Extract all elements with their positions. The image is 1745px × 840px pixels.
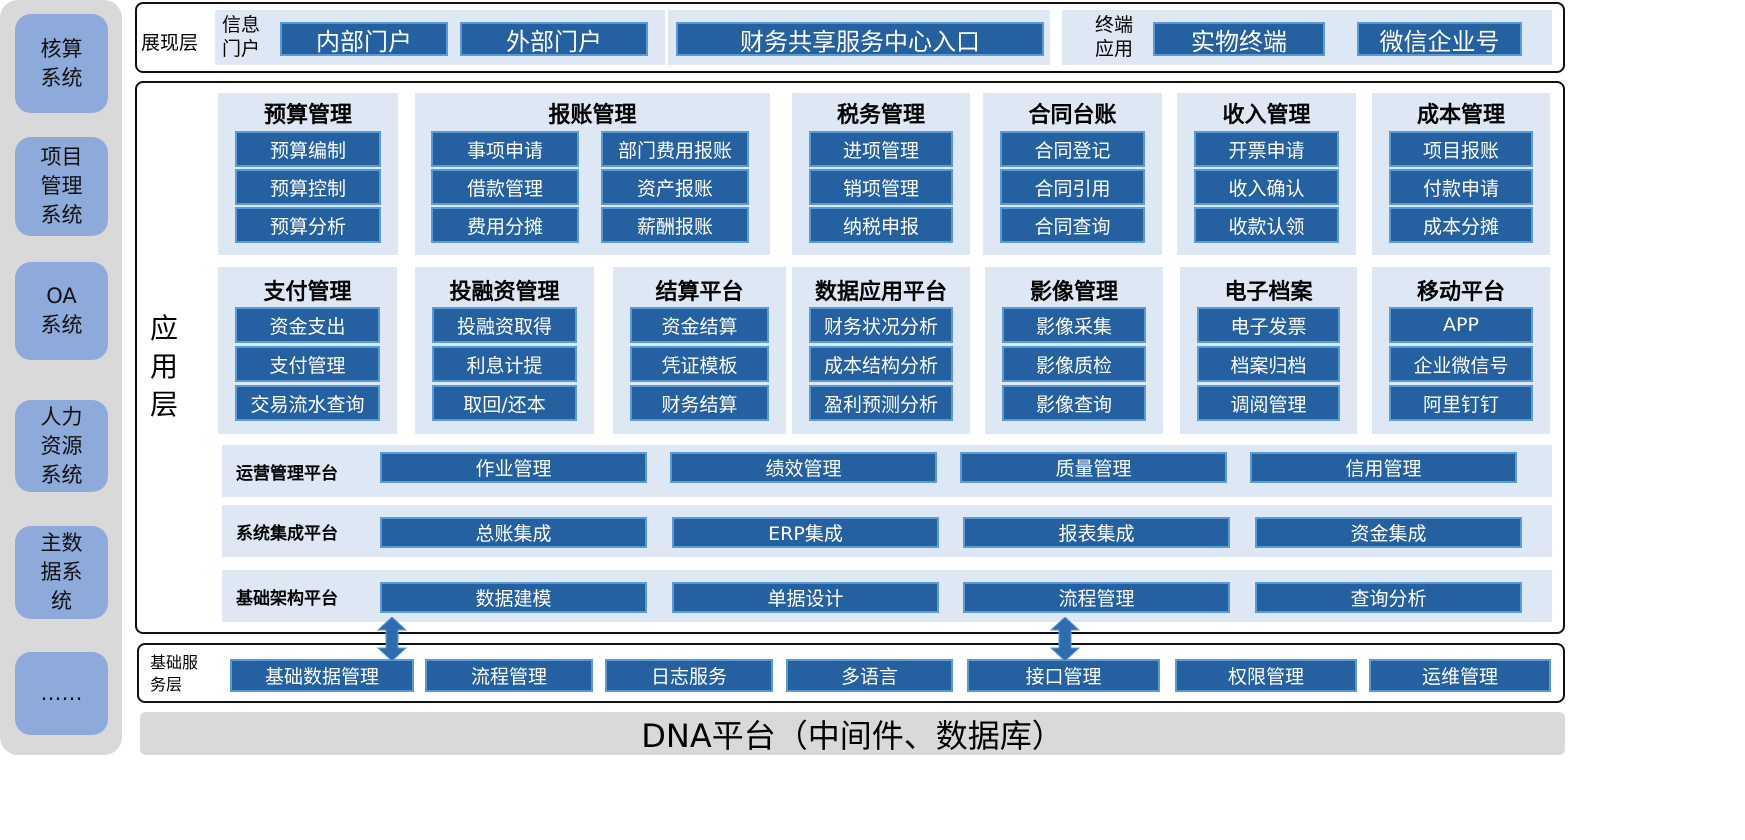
module-item-button[interactable]: 财务状况分析 <box>809 307 953 343</box>
module-item-button[interactable]: 资金结算 <box>630 307 769 343</box>
basic-service-button[interactable]: 运维管理 <box>1369 659 1551 692</box>
module-item-button[interactable]: 收款认领 <box>1194 207 1339 243</box>
module-item-button[interactable]: 影像质检 <box>1002 346 1146 382</box>
basic-service-button[interactable]: 日志服务 <box>605 659 773 692</box>
module-item-button[interactable]: 资金支出 <box>235 307 380 343</box>
module-title: 电子档案 <box>1224 280 1313 305</box>
module-item-button[interactable]: 预算编制 <box>235 131 381 167</box>
module-item-button[interactable]: 费用分摊 <box>431 207 579 243</box>
module-item-button[interactable]: 销项管理 <box>809 169 953 205</box>
module-title: 收入管理 <box>1222 103 1311 128</box>
left-system-sidebar <box>0 0 122 755</box>
module-item-button[interactable]: 凭证模板 <box>630 346 769 382</box>
sidebar-system-2[interactable]: OA 系统 <box>15 262 108 360</box>
sidebar-system-1[interactable]: 项目 管理 系统 <box>15 137 108 236</box>
platform-label: 系统集成平台 <box>236 524 338 544</box>
module-title: 合同台账 <box>1028 103 1117 128</box>
module-item-button[interactable]: 资产报账 <box>601 169 749 205</box>
platform-item-button[interactable]: 数据建模 <box>380 582 647 613</box>
module-item-button[interactable]: 付款申请 <box>1389 169 1533 205</box>
module-item-button[interactable]: 影像采集 <box>1002 307 1146 343</box>
module-title: 支付管理 <box>263 280 352 305</box>
module-item-button[interactable]: 进项管理 <box>809 131 953 167</box>
module-item-button[interactable]: APP <box>1389 307 1533 343</box>
module-item-button[interactable]: 投融资取得 <box>432 307 577 343</box>
terminal-label: 终端 应用 <box>1095 14 1134 60</box>
module-item-button[interactable]: 预算分析 <box>235 207 381 243</box>
platform-label: 基础架构平台 <box>236 589 338 609</box>
basic-service-button[interactable]: 接口管理 <box>967 659 1160 692</box>
platform-item-button[interactable]: 质量管理 <box>960 452 1227 483</box>
module-item-button[interactable]: 收入确认 <box>1194 169 1339 205</box>
platform-item-button[interactable]: 绩效管理 <box>670 452 937 483</box>
portal-label: 信息 门户 <box>222 14 261 60</box>
platform-item-button[interactable]: 流程管理 <box>963 582 1230 613</box>
module-item-button[interactable]: 交易流水查询 <box>235 385 380 421</box>
basic-service-button[interactable]: 多语言 <box>786 659 953 692</box>
platform-item-button[interactable]: 报表集成 <box>963 517 1230 548</box>
module-item-button[interactable]: 借款管理 <box>431 169 579 205</box>
module-title: 报账管理 <box>548 103 637 128</box>
module-item-button[interactable]: 成本分摊 <box>1389 207 1533 243</box>
portal-internal-button[interactable]: 内部门户 <box>280 22 448 56</box>
bidirectional-arrow-icon <box>376 616 408 662</box>
terminal-wechat-button[interactable]: 微信企业号 <box>1357 22 1522 56</box>
sidebar-system-0[interactable]: 核算 系统 <box>15 14 108 113</box>
module-item-button[interactable]: 薪酬报账 <box>601 207 749 243</box>
module-item-button[interactable]: 项目报账 <box>1389 131 1533 167</box>
module-item-button[interactable]: 调阅管理 <box>1197 385 1340 421</box>
module-item-button[interactable]: 预算控制 <box>235 169 381 205</box>
platform-item-button[interactable]: 资金集成 <box>1255 517 1522 548</box>
module-item-button[interactable]: 开票申请 <box>1194 131 1339 167</box>
basic-service-button[interactable]: 权限管理 <box>1175 659 1357 692</box>
module-title: 影像管理 <box>1029 280 1118 305</box>
module-item-button[interactable]: 纳税申报 <box>809 207 953 243</box>
basic-service-label: 基础服 务层 <box>150 653 199 694</box>
dna-platform-bar: DNA平台（中间件、数据库） <box>140 712 1565 755</box>
module-title: 数据应用平台 <box>814 280 947 305</box>
module-item-button[interactable]: 合同登记 <box>1000 131 1145 167</box>
platform-item-button[interactable]: 总账集成 <box>380 517 647 548</box>
module-item-button[interactable]: 合同引用 <box>1000 169 1145 205</box>
module-title: 税务管理 <box>836 103 925 128</box>
module-title: 成本管理 <box>1416 103 1505 128</box>
module-item-button[interactable]: 企业微信号 <box>1389 346 1533 382</box>
module-item-button[interactable]: 利息计提 <box>432 346 577 382</box>
module-item-button[interactable]: 盈利预测分析 <box>809 385 953 421</box>
platform-item-button[interactable]: 信用管理 <box>1250 452 1517 483</box>
module-item-button[interactable]: 部门费用报账 <box>601 131 749 167</box>
application-layer-label: 应 用 层 <box>150 312 179 421</box>
module-title: 结算平台 <box>655 280 744 305</box>
module-item-button[interactable]: 档案归档 <box>1197 346 1340 382</box>
platform-label: 运营管理平台 <box>236 464 338 484</box>
platform-item-button[interactable]: 单据设计 <box>672 582 939 613</box>
shared-service-entry-button[interactable]: 财务共享服务中心入口 <box>676 22 1044 56</box>
sidebar-system-3[interactable]: 人力 资源 系统 <box>15 400 108 492</box>
platform-item-button[interactable]: ERP集成 <box>672 517 939 548</box>
module-item-button[interactable]: 阿里钉钉 <box>1389 385 1533 421</box>
terminal-physical-button[interactable]: 实物终端 <box>1153 22 1325 56</box>
module-item-button[interactable]: 成本结构分析 <box>809 346 953 382</box>
module-item-button[interactable]: 影像查询 <box>1002 385 1146 421</box>
sidebar-system-4[interactable]: 主数 据系 统 <box>15 526 108 619</box>
module-title: 投融资管理 <box>449 280 560 305</box>
presentation-layer-label: 展现层 <box>141 32 199 54</box>
module-item-button[interactable]: 取回/还本 <box>432 385 577 421</box>
module-item-button[interactable]: 财务结算 <box>630 385 769 421</box>
module-title: 预算管理 <box>263 103 352 128</box>
module-item-button[interactable]: 电子发票 <box>1197 307 1340 343</box>
basic-service-button[interactable]: 流程管理 <box>425 659 593 692</box>
platform-item-button[interactable]: 作业管理 <box>380 452 647 483</box>
module-title: 移动平台 <box>1416 280 1505 305</box>
basic-service-button[interactable]: 基础数据管理 <box>230 659 414 692</box>
module-item-button[interactable]: 事项申请 <box>431 131 579 167</box>
sidebar-system-5[interactable]: …… <box>15 652 108 735</box>
module-item-button[interactable]: 支付管理 <box>235 346 380 382</box>
platform-item-button[interactable]: 查询分析 <box>1255 582 1522 613</box>
portal-external-button[interactable]: 外部门户 <box>460 22 648 56</box>
module-item-button[interactable]: 合同查询 <box>1000 207 1145 243</box>
bidirectional-arrow-icon <box>1049 616 1081 662</box>
